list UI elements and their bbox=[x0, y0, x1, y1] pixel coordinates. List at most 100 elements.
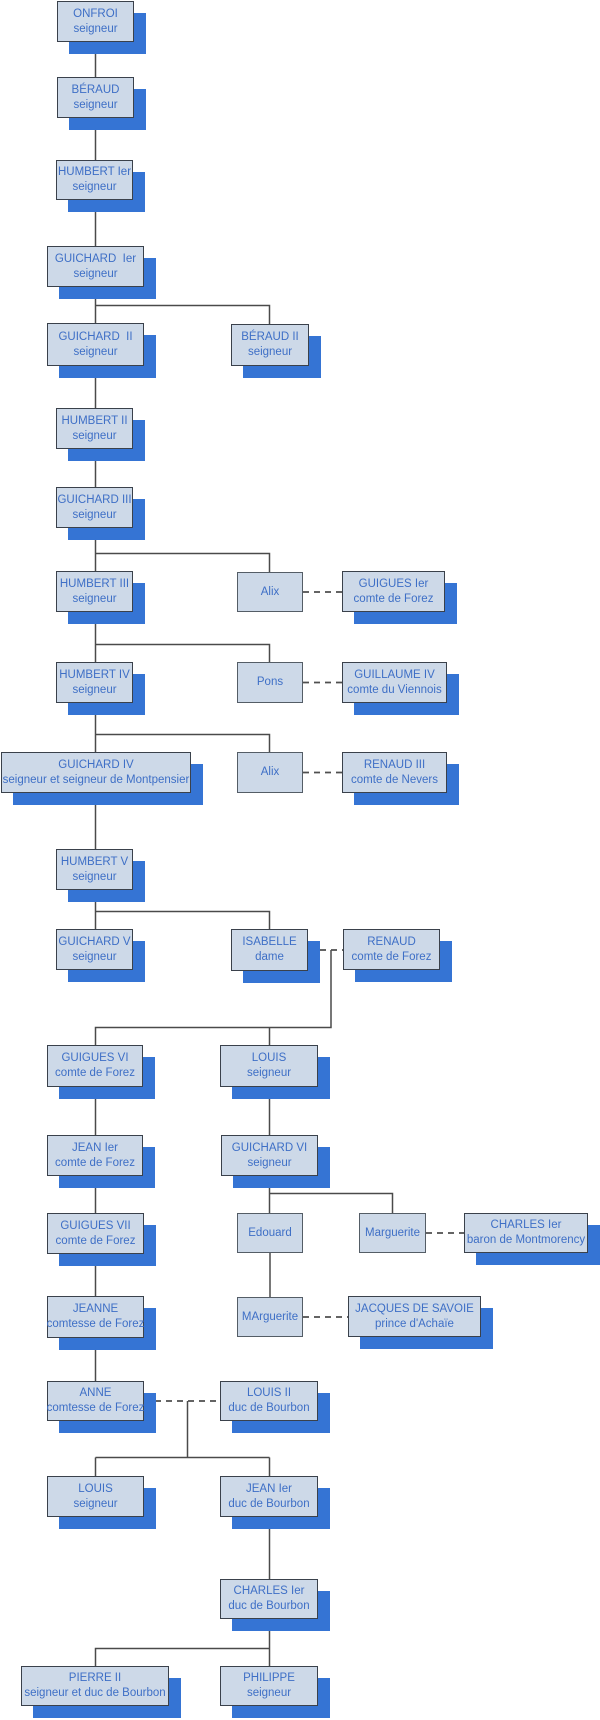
descent-connector bbox=[95, 910, 271, 929]
tree-node-guichard-2[interactable]: GUICHARD II seigneur bbox=[47, 323, 144, 366]
person-title: seigneur bbox=[72, 870, 117, 883]
tree-node-guigues-7[interactable]: GUIGUES VII comte de Forez bbox=[47, 1213, 144, 1254]
person-name: LOUIS bbox=[78, 1482, 113, 1495]
person-name: HUMBERT IV bbox=[59, 668, 130, 681]
descent-connector bbox=[95, 304, 271, 324]
person-title: seigneur bbox=[72, 508, 117, 521]
person-title: comte de Forez bbox=[55, 1156, 135, 1169]
person-title: seigneur bbox=[246, 1687, 292, 1699]
person-title: comte de Nevers bbox=[351, 773, 438, 786]
person-name: GUIGUES VII bbox=[60, 1219, 131, 1232]
person-title: seigneur bbox=[72, 683, 117, 696]
tree-node-edouard[interactable]: Edouard bbox=[237, 1213, 303, 1253]
tree-node-guillaume-4[interactable]: GUILLAUME IV comte du Viennois bbox=[342, 662, 447, 703]
person-name: JEAN Ier bbox=[71, 1141, 118, 1154]
person-title: seigneur bbox=[73, 345, 118, 358]
person-name: ONFROI bbox=[73, 7, 118, 20]
person-name: BÉRAUD bbox=[71, 83, 120, 96]
person-name: ANNE bbox=[79, 1387, 112, 1399]
person-title: comte de Forez bbox=[55, 1234, 136, 1247]
descent-connector bbox=[94, 1647, 270, 1666]
tree-node-louis-seigneur[interactable]: LOUIS seigneur bbox=[47, 1476, 144, 1517]
tree-node-alix-1[interactable]: Alix bbox=[237, 572, 303, 612]
tree-node-guichard-3[interactable]: GUICHARD III seigneur bbox=[56, 487, 133, 528]
person-name: GUILLAUME IV bbox=[354, 668, 435, 681]
person-name: GUICHARD VI bbox=[231, 1141, 308, 1154]
person-title: seigneur bbox=[72, 181, 117, 193]
tree-node-alix-2[interactable]: Alix bbox=[237, 752, 303, 793]
descent-connector bbox=[95, 643, 271, 662]
person-name: Alix bbox=[260, 585, 280, 598]
person-name: HUMBERT Ier bbox=[57, 166, 132, 178]
person-title: duc de Bourbon bbox=[228, 1497, 310, 1510]
person-title: seigneur bbox=[73, 1497, 118, 1510]
person-name: BÉRAUD II bbox=[241, 331, 299, 343]
person-name: JACQUES DE SAVOIE bbox=[355, 1302, 474, 1315]
tree-node-philippe[interactable]: PHILIPPE seigneur bbox=[220, 1666, 318, 1706]
tree-node-charles-1-montmorency[interactable]: CHARLES Ier baron de Montmorency bbox=[464, 1213, 588, 1253]
person-title: seigneur bbox=[73, 98, 118, 111]
person-name: RENAUD bbox=[367, 935, 416, 948]
person-title: duc de Bourbon bbox=[228, 1600, 310, 1612]
person-title: dame bbox=[255, 951, 284, 963]
descent-connector bbox=[95, 552, 271, 572]
tree-node-renaud[interactable]: RENAUD comte de Forez bbox=[343, 929, 440, 970]
person-name: Edouard bbox=[248, 1226, 292, 1239]
person-title: baron de Montmorency bbox=[466, 1234, 586, 1246]
person-name: JEANNE bbox=[72, 1303, 119, 1315]
person-title: comte du Viennois bbox=[347, 683, 442, 696]
tree-node-humbert-4[interactable]: HUMBERT IV seigneur bbox=[56, 662, 133, 703]
person-name: CHARLES Ier bbox=[490, 1219, 562, 1231]
person-name: PHILIPPE bbox=[243, 1672, 295, 1684]
tree-node-humbert-5[interactable]: HUMBERT V seigneur bbox=[56, 849, 133, 890]
person-title: duc de Bourbon bbox=[228, 1402, 310, 1414]
tree-node-marguerite[interactable]: Marguerite bbox=[359, 1213, 426, 1253]
tree-node-pons[interactable]: Pons bbox=[237, 662, 303, 703]
person-name: GUIGUES VI bbox=[61, 1052, 129, 1064]
tree-node-jean-1-forez[interactable]: JEAN Ier comte de Forez bbox=[47, 1135, 143, 1176]
person-name: ISABELLE bbox=[242, 936, 297, 948]
person-name: HUMBERT II bbox=[61, 414, 128, 427]
person-name: HUMBERT V bbox=[60, 855, 129, 868]
tree-node-humbert-1[interactable]: HUMBERT Ier seigneur bbox=[56, 160, 133, 200]
person-title: seigneur bbox=[72, 950, 117, 963]
person-name: GUIGUES Ier bbox=[358, 577, 429, 590]
person-name: GUICHARD III bbox=[57, 493, 132, 506]
person-title: seigneur bbox=[246, 1067, 292, 1079]
tree-node-marguerite-2[interactable]: MArguerite bbox=[237, 1297, 303, 1337]
person-title: seigneur bbox=[247, 1156, 292, 1169]
tree-node-anne[interactable]: ANNE comtesse de Forez bbox=[47, 1381, 144, 1421]
tree-node-guichard-6[interactable]: GUICHARD VI seigneur bbox=[221, 1135, 318, 1176]
person-name: Alix bbox=[260, 766, 280, 778]
tree-node-jean-1-bourbon[interactable]: JEAN Ier duc de Bourbon bbox=[220, 1476, 318, 1517]
tree-node-beraud[interactable]: BÉRAUD seigneur bbox=[57, 77, 134, 118]
descent-connector bbox=[94, 950, 332, 1045]
tree-node-renaud-3[interactable]: RENAUD III comte de Nevers bbox=[342, 752, 447, 793]
tree-node-guichard-5[interactable]: GUICHARD V seigneur bbox=[56, 929, 133, 970]
person-name: GUICHARD IV bbox=[58, 758, 134, 771]
person-name: HUMBERT III bbox=[59, 577, 130, 590]
person-name: JEAN Ier bbox=[245, 1482, 292, 1495]
person-name: RENAUD III bbox=[363, 758, 426, 771]
person-name: GUICHARD II bbox=[58, 330, 133, 343]
tree-node-isabelle[interactable]: ISABELLE dame bbox=[231, 929, 308, 971]
person-name: GUICHARD V bbox=[58, 935, 131, 948]
person-title: comtesse de Forez bbox=[46, 1402, 145, 1414]
person-title: comte de Forez bbox=[351, 950, 432, 963]
